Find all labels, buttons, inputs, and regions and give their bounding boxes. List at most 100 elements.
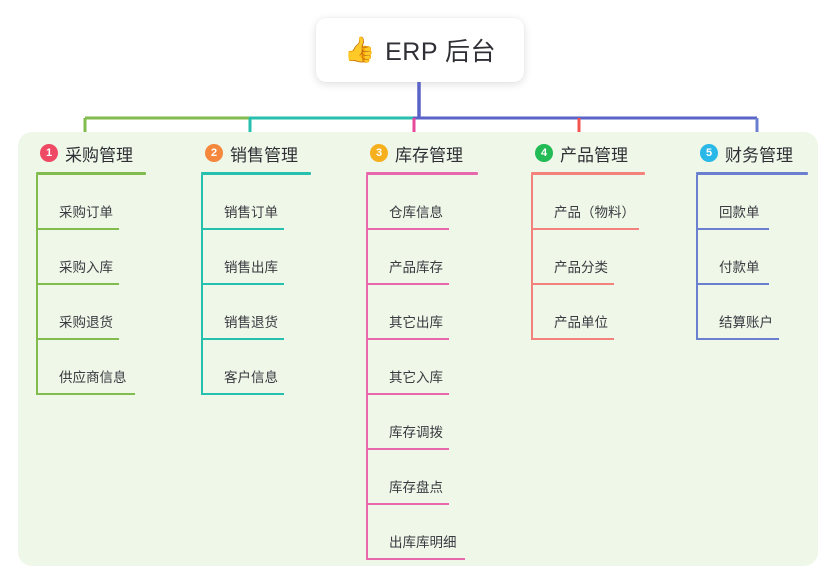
leaf-item[interactable]: 库存调拨 — [367, 395, 516, 450]
leaf-label: 客户信息 — [224, 370, 278, 385]
leaf-underline — [202, 393, 284, 395]
leaf-item[interactable]: 供应商信息 — [37, 340, 184, 395]
leaf-item[interactable]: 销售订单 — [202, 175, 349, 230]
leaf-label: 回款单 — [719, 205, 760, 220]
leaf-underline — [202, 338, 284, 340]
leaf-item[interactable]: 销售出库 — [202, 230, 349, 285]
leaf-item[interactable]: 客户信息 — [202, 340, 349, 395]
leaf-label: 供应商信息 — [59, 370, 127, 385]
category-title: 产品管理 — [560, 145, 628, 165]
leaf-underline — [697, 338, 779, 340]
leaf-item[interactable]: 其它入库 — [367, 340, 516, 395]
leaf-label: 结算账户 — [719, 315, 773, 330]
leaf-item[interactable]: 产品库存 — [367, 230, 516, 285]
root-node[interactable]: 👍 ERP 后台 — [316, 18, 524, 82]
leaf-item[interactable]: 产品（物料） — [532, 175, 683, 230]
leaf-label: 采购入库 — [59, 260, 113, 275]
category-column-5: 5 财务管理回款单付款单结算账户 — [696, 140, 818, 340]
leaf-item[interactable]: 其它出库 — [367, 285, 516, 340]
diagram-panel — [18, 132, 818, 566]
leaf-underline — [367, 338, 449, 340]
leaf-label: 采购退货 — [59, 315, 113, 330]
category-badge: 5 — [700, 144, 718, 162]
leaf-label: 产品分类 — [554, 260, 608, 275]
leaf-label: 采购订单 — [59, 205, 113, 220]
leaf-list: 产品（物料） 产品分类产品单位 — [531, 175, 683, 340]
leaf-label: 付款单 — [719, 260, 760, 275]
leaf-underline — [367, 228, 449, 230]
category-underline — [696, 172, 808, 175]
category-column-3: 3 库存管理仓库信息产品库存其它出库其它入库库存调拨库存盘点出库库明细 — [366, 140, 516, 560]
leaf-underline — [532, 338, 614, 340]
leaf-label: 销售出库 — [224, 260, 278, 275]
thumbs-up-icon: 👍 — [343, 35, 376, 64]
category-underline — [531, 172, 645, 175]
leaf-label: 其它出库 — [389, 315, 443, 330]
leaf-underline — [367, 558, 465, 560]
leaf-label: 产品单位 — [554, 315, 608, 330]
category-header-3[interactable]: 3 库存管理 — [366, 140, 516, 166]
leaf-list: 销售订单销售出库销售退货客户信息 — [201, 175, 349, 395]
category-column-1: 1 采购管理采购订单采购入库采购退货供应商信息 — [36, 140, 184, 395]
leaf-list: 采购订单采购入库采购退货供应商信息 — [36, 175, 184, 395]
leaf-underline — [367, 503, 449, 505]
leaf-label: 产品库存 — [389, 260, 443, 275]
leaf-underline — [532, 283, 614, 285]
leaf-item[interactable]: 付款单 — [697, 230, 818, 285]
leaf-label: 仓库信息 — [389, 205, 443, 220]
leaf-spine — [366, 175, 368, 560]
leaf-underline — [37, 228, 119, 230]
leaf-spine — [201, 175, 203, 395]
leaf-item[interactable]: 采购入库 — [37, 230, 184, 285]
leaf-item[interactable]: 结算账户 — [697, 285, 818, 340]
leaf-underline — [37, 283, 119, 285]
leaf-label: 产品（物料） — [554, 205, 635, 220]
leaf-label: 销售退货 — [224, 315, 278, 330]
root-label: ERP 后台 — [385, 38, 497, 66]
leaf-item[interactable]: 销售退货 — [202, 285, 349, 340]
category-badge: 3 — [370, 144, 388, 162]
leaf-underline — [202, 228, 284, 230]
leaf-item[interactable]: 回款单 — [697, 175, 818, 230]
leaf-item[interactable]: 产品单位 — [532, 285, 683, 340]
leaf-underline — [697, 228, 769, 230]
category-underline — [201, 172, 311, 175]
category-badge: 2 — [205, 144, 223, 162]
leaf-spine — [696, 175, 698, 340]
category-header-5[interactable]: 5 财务管理 — [696, 140, 818, 166]
leaf-item[interactable]: 仓库信息 — [367, 175, 516, 230]
leaf-list: 回款单付款单结算账户 — [696, 175, 818, 340]
leaf-label: 库存盘点 — [389, 480, 443, 495]
leaf-label: 出库库明细 — [389, 535, 457, 550]
category-badge: 1 — [40, 144, 58, 162]
leaf-item[interactable]: 采购订单 — [37, 175, 184, 230]
category-title: 库存管理 — [395, 145, 463, 165]
leaf-underline — [697, 283, 769, 285]
leaf-underline — [367, 283, 449, 285]
category-underline — [36, 172, 146, 175]
category-title: 财务管理 — [725, 145, 793, 165]
leaf-underline — [532, 228, 639, 230]
category-column-2: 2 销售管理销售订单销售出库销售退货客户信息 — [201, 140, 349, 395]
category-title: 采购管理 — [65, 145, 133, 165]
leaf-underline — [202, 283, 284, 285]
leaf-spine — [531, 175, 533, 340]
leaf-label: 库存调拨 — [389, 425, 443, 440]
leaf-item[interactable]: 库存盘点 — [367, 450, 516, 505]
leaf-underline — [367, 448, 449, 450]
leaf-spine — [36, 175, 38, 395]
leaf-label: 其它入库 — [389, 370, 443, 385]
category-header-2[interactable]: 2 销售管理 — [201, 140, 349, 166]
category-underline — [366, 172, 478, 175]
leaf-item[interactable]: 出库库明细 — [367, 505, 516, 560]
category-header-1[interactable]: 1 采购管理 — [36, 140, 184, 166]
leaf-list: 仓库信息产品库存其它出库其它入库库存调拨库存盘点出库库明细 — [366, 175, 516, 560]
leaf-underline — [37, 393, 135, 395]
category-title: 销售管理 — [230, 145, 298, 165]
leaf-item[interactable]: 产品分类 — [532, 230, 683, 285]
leaf-label: 销售订单 — [224, 205, 278, 220]
leaf-underline — [37, 338, 119, 340]
leaf-item[interactable]: 采购退货 — [37, 285, 184, 340]
